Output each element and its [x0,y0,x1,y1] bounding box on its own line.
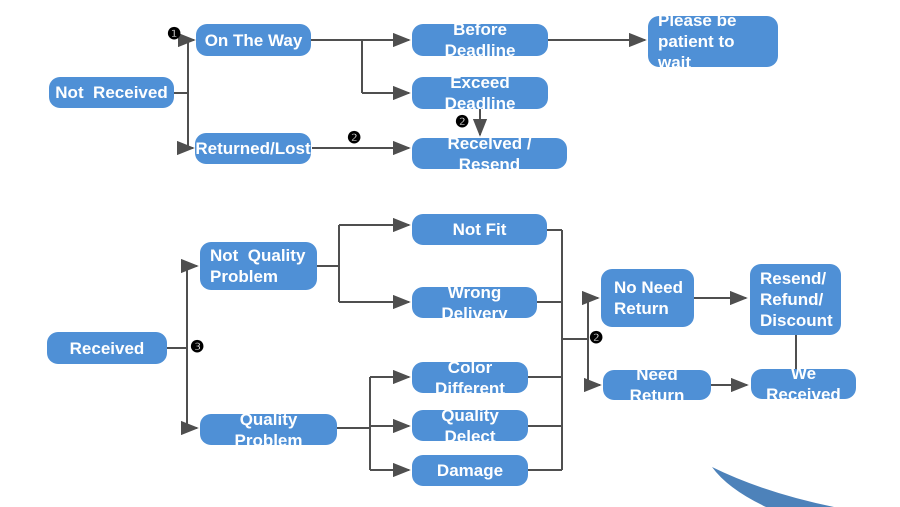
node-wrong-delivery: Wrong Delivery [412,283,537,323]
node-received-resend: Recelved / Resend [412,134,567,174]
node-damage: Damage [412,455,528,486]
node-exceed-deadline: Exceed Deadline [412,73,548,113]
marker-1-not-received-branch: ❶ [167,26,182,43]
node-we-received: We Received [751,364,856,404]
node-not-received: Not Received [49,77,174,108]
node-on-the-way: On The Way [196,24,311,56]
marker-2-exceed-deadline: ❷ [455,114,470,131]
node-before-deadline: Before Deadline [412,20,548,60]
node-please-be-patient-to-wait: Please be patient to wait [648,11,778,72]
node-not-fit: Not Fit [412,214,547,245]
node-no-need-return: No Need Return [601,269,694,327]
swoosh-decoration [712,467,834,507]
node-quality-problem: Quality Problem [200,410,337,450]
marker-2-returned-lost: ❷ [347,130,362,147]
node-need-return: Need Return [603,365,711,405]
marker-3-received-branch: ❸ [190,339,205,356]
node-resend-refund-discount: Resend/ Refund/ Discount [750,264,841,335]
node-not-quality-problem: Not Quality Problem [200,242,317,290]
node-color-different: Color Different [412,358,528,398]
node-quality-delect: Quality Delect [412,406,528,446]
marker-2-return-branch: ❷ [589,330,604,347]
node-received: Received [47,332,167,364]
node-returned-lost: Returned/Lost [195,133,311,164]
